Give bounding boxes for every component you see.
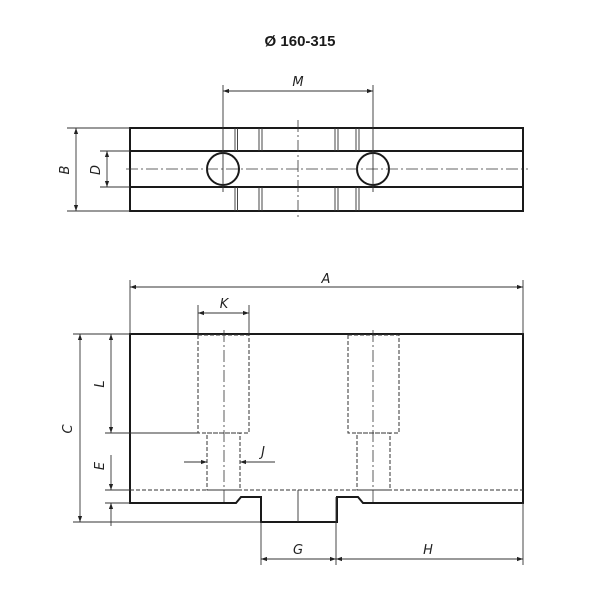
front-view: A K C L E J G H [61,272,524,565]
label-m: M [292,75,303,90]
label-a: A [321,272,331,287]
label-j: J [258,445,265,460]
top-view: M B D [58,75,528,217]
label-k: K [220,297,230,312]
label-h: H [423,543,433,558]
label-l: L [93,380,108,387]
label-e: E [93,461,108,470]
drawing-title: Ø 160-315 [264,33,336,50]
label-g: G [293,543,303,558]
label-b: B [58,165,73,174]
label-c: C [61,424,76,434]
label-d: D [89,165,104,175]
slot-lines [234,128,360,211]
